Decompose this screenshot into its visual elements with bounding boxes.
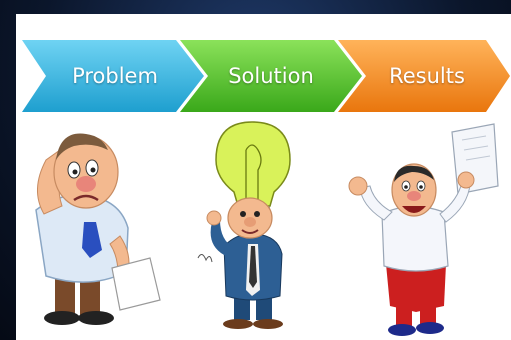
confused-man-figure bbox=[35, 133, 161, 325]
step-problem-chevron bbox=[22, 40, 204, 112]
step-solution-label: Solution bbox=[228, 64, 314, 88]
idea-man-with-lightbulb-figure bbox=[197, 121, 291, 329]
step-results-label: Results bbox=[389, 64, 465, 88]
cheering-man-figure bbox=[348, 123, 499, 336]
step-results-chevron bbox=[338, 40, 510, 112]
lightbulb-icon bbox=[215, 121, 291, 207]
step-problem-label: Problem bbox=[72, 64, 158, 88]
step-solution-chevron bbox=[180, 40, 362, 112]
